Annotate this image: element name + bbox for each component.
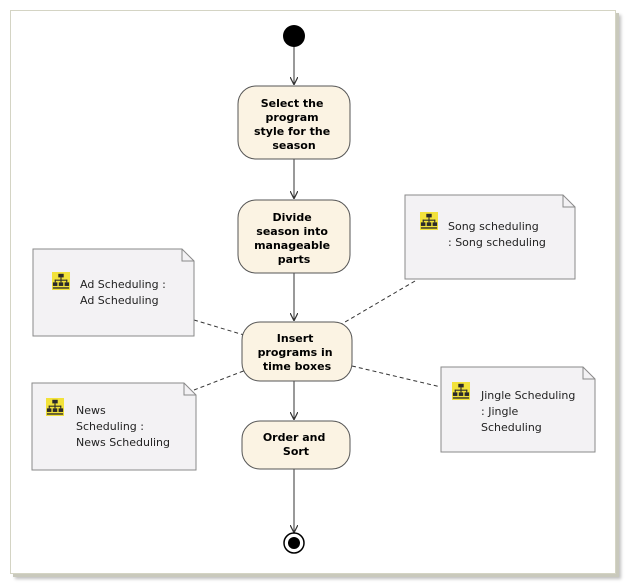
note-ad-line-1: Ad Scheduling :	[80, 278, 166, 291]
note-connector-ad	[193, 319, 245, 336]
note-news-line-3: News Scheduling	[76, 436, 170, 449]
activity-order-line-1: Order and	[263, 431, 326, 444]
activity-insert-line-1: Insert	[277, 332, 314, 345]
activity-divide-season[interactable]: Divide season into manageable parts	[237, 199, 351, 274]
hierarchy-icon	[46, 398, 64, 416]
activity-insert-programs[interactable]: Insert programs in time boxes	[241, 321, 353, 382]
activity-select-line-4: season	[272, 139, 315, 152]
svg-text:Order and Sort: Order and Sort	[263, 431, 329, 458]
svg-text:Jingle Scheduling : Ji: Jingle Scheduling : Jingle Scheduling	[480, 389, 579, 434]
activity-order-line-2: Sort	[283, 445, 309, 458]
activity-order-and-sort[interactable]: Order and Sort	[241, 420, 351, 470]
note-connector-song	[339, 280, 416, 326]
final-node[interactable]	[283, 532, 305, 554]
initial-node[interactable]	[283, 25, 305, 47]
activity-select-line-3: style for the	[254, 125, 330, 138]
activity-select-program-style[interactable]: Select the program style for the season	[237, 85, 351, 160]
svg-text:Select the program: Select the program style for the season	[254, 97, 334, 152]
activity-divide-line-2: season into	[256, 225, 328, 238]
svg-text:News Scheduling :: News Scheduling : News Scheduling	[76, 404, 170, 449]
activity-insert-line-3: time boxes	[263, 360, 332, 373]
note-jingle-line-1: Jingle Scheduling	[480, 389, 575, 402]
note-song-line-1: Song scheduling	[448, 220, 539, 233]
activity-divide-line-3: manageable	[254, 239, 330, 252]
hierarchy-icon	[452, 382, 470, 400]
note-connector-news	[193, 369, 247, 391]
hierarchy-icon	[52, 272, 70, 290]
hierarchy-icon	[420, 212, 438, 230]
note-news-line-1: News	[76, 404, 106, 417]
note-song-scheduling[interactable]: Song scheduling : Song scheduling	[404, 194, 576, 280]
note-ad-scheduling[interactable]: Ad Scheduling : Ad Scheduling	[32, 248, 195, 337]
activity-select-line-1: Select the	[261, 97, 324, 110]
note-news-scheduling[interactable]: News Scheduling : News Scheduling	[31, 382, 197, 471]
activity-divide-line-4: parts	[278, 253, 311, 266]
activity-divide-line-1: Divide	[272, 211, 311, 224]
note-ad-line-2: Ad Scheduling	[80, 294, 159, 307]
activity-insert-line-2: programs in	[258, 346, 333, 359]
note-news-line-2: Scheduling :	[76, 420, 144, 433]
note-jingle-line-3: Scheduling	[481, 421, 542, 434]
svg-text:Ad Scheduling : Ad Sch: Ad Scheduling : Ad Scheduling	[80, 278, 169, 307]
svg-text:Insert programs in: Insert programs in time boxes	[258, 332, 337, 373]
note-connector-jingle	[351, 365, 442, 388]
svg-text:Divide season into: Divide season into manageable parts	[254, 211, 334, 266]
svg-text:Song scheduling : Song: Song scheduling : Song scheduling	[448, 220, 546, 249]
note-jingle-line-2: : Jingle	[481, 405, 519, 418]
note-jingle-scheduling[interactable]: Jingle Scheduling : Jingle Scheduling	[440, 366, 596, 453]
activity-select-line-2: program	[266, 111, 319, 124]
note-song-line-2: : Song scheduling	[448, 236, 546, 249]
